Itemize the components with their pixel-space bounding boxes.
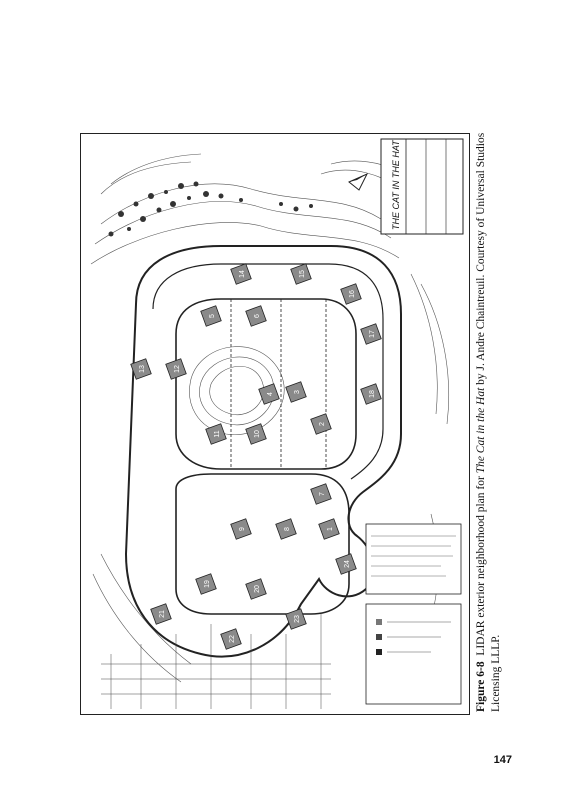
lot-label: 15 xyxy=(299,270,306,278)
lot-house-shape xyxy=(360,323,382,345)
lot-house-shape xyxy=(290,263,312,285)
lot-marker: 5 xyxy=(200,305,222,327)
lot-marker: 8 xyxy=(275,518,297,540)
lot-marker: 16 xyxy=(340,283,362,305)
lot-marker: 1 xyxy=(318,518,340,540)
lot-label: 7 xyxy=(319,492,326,496)
lot-marker: 19 xyxy=(195,573,217,595)
lot-marker: 23 xyxy=(285,608,307,630)
lot-marker: 20 xyxy=(245,578,267,600)
lot-house-shape xyxy=(275,518,297,540)
lot-house-shape xyxy=(230,518,252,540)
lot-house-shape xyxy=(245,578,267,600)
lot-label: 10 xyxy=(254,430,261,438)
lot-house-shape xyxy=(220,628,242,650)
lot-marker: 22 xyxy=(220,628,242,650)
lot-label: 13 xyxy=(139,365,146,373)
road-network xyxy=(124,245,402,658)
lot-house-shape xyxy=(245,305,267,327)
caption-text-before: LIDAR exterior neighborhood plan for xyxy=(475,473,487,656)
lot-marker: 13 xyxy=(130,358,152,380)
vegetation xyxy=(108,181,313,237)
lot-marker: 9 xyxy=(230,518,252,540)
lot-marker: 2 xyxy=(310,413,332,435)
title-block: THE CAT IN THE HAT xyxy=(380,138,464,235)
lot-house-shape xyxy=(285,608,307,630)
lot-marker: 12 xyxy=(165,358,187,380)
north-arrow-icon xyxy=(348,172,369,191)
lot-house-shape xyxy=(230,263,252,285)
lot-house-shape xyxy=(130,358,152,380)
lot-house-shape xyxy=(335,553,357,575)
lot-label: 19 xyxy=(204,580,211,588)
lot-marker: 10 xyxy=(245,423,267,445)
caption-line-1: Figure 6-8 LIDAR exterior neighborhood p… xyxy=(474,112,489,712)
lot-marker: 4 xyxy=(258,383,280,405)
caption-film-title: The Cat in the Hat xyxy=(475,387,487,474)
lot-marker: 18 xyxy=(360,383,382,405)
lot-marker: 17 xyxy=(360,323,382,345)
notes-box xyxy=(365,523,462,595)
lot-house-shape xyxy=(195,573,217,595)
lot-house-shape xyxy=(245,423,267,445)
lot-label: 9 xyxy=(239,527,246,531)
lot-marker: 6 xyxy=(245,305,267,327)
caption-line-2: Licensing LLLP. xyxy=(490,634,502,712)
lot-label: 21 xyxy=(159,610,166,618)
lot-label: 16 xyxy=(349,290,356,298)
lot-label: 4 xyxy=(267,392,274,396)
lot-marker: 11 xyxy=(205,423,227,445)
lot-marker: 14 xyxy=(230,263,252,285)
lot-house-shape xyxy=(150,603,172,625)
lot-label: 23 xyxy=(294,615,301,623)
lot-house-shape xyxy=(205,423,227,445)
lot-label: 14 xyxy=(239,270,246,278)
lot-label: 17 xyxy=(369,330,376,338)
figure-caption: Figure 6-8 LIDAR exterior neighborhood p… xyxy=(474,112,504,712)
lot-label: 22 xyxy=(229,635,236,643)
lot-house-shape xyxy=(165,358,187,380)
lot-marker: 21 xyxy=(150,603,172,625)
lot-house-shape xyxy=(360,383,382,405)
lot-label: 6 xyxy=(254,314,261,318)
lot-house-shape xyxy=(200,305,222,327)
caption-figure-number: Figure 6-8 xyxy=(475,661,487,712)
lot-house-shape xyxy=(258,383,280,405)
lot-label: 18 xyxy=(369,390,376,398)
legend-box xyxy=(365,603,462,705)
lot-label: 20 xyxy=(254,585,261,593)
lot-house-shape xyxy=(340,283,362,305)
lot-label: 24 xyxy=(344,560,351,568)
lot-house-shape xyxy=(318,518,340,540)
lot-label: 5 xyxy=(209,314,216,318)
page-number: 147 xyxy=(493,754,512,766)
lot-label: 1 xyxy=(327,527,334,531)
lot-label: 8 xyxy=(284,527,291,531)
lot-marker: 15 xyxy=(290,263,312,285)
lot-house-shape xyxy=(310,413,332,435)
dimension-lines xyxy=(101,614,331,709)
lot-label: 12 xyxy=(174,365,181,373)
lot-house-shape xyxy=(285,381,307,403)
lot-label: 3 xyxy=(294,390,301,394)
lot-marker: 7 xyxy=(310,483,332,505)
lot-marker: 24 xyxy=(335,553,357,575)
title-block-text: THE CAT IN THE HAT xyxy=(391,139,401,230)
lot-house-shape xyxy=(310,483,332,505)
lot-marker: 3 xyxy=(285,381,307,403)
lot-label: 2 xyxy=(319,422,326,426)
caption-text-after: by J. Andre Chaintreuil. Courtesy of Uni… xyxy=(475,132,487,388)
lot-label: 11 xyxy=(214,430,221,437)
